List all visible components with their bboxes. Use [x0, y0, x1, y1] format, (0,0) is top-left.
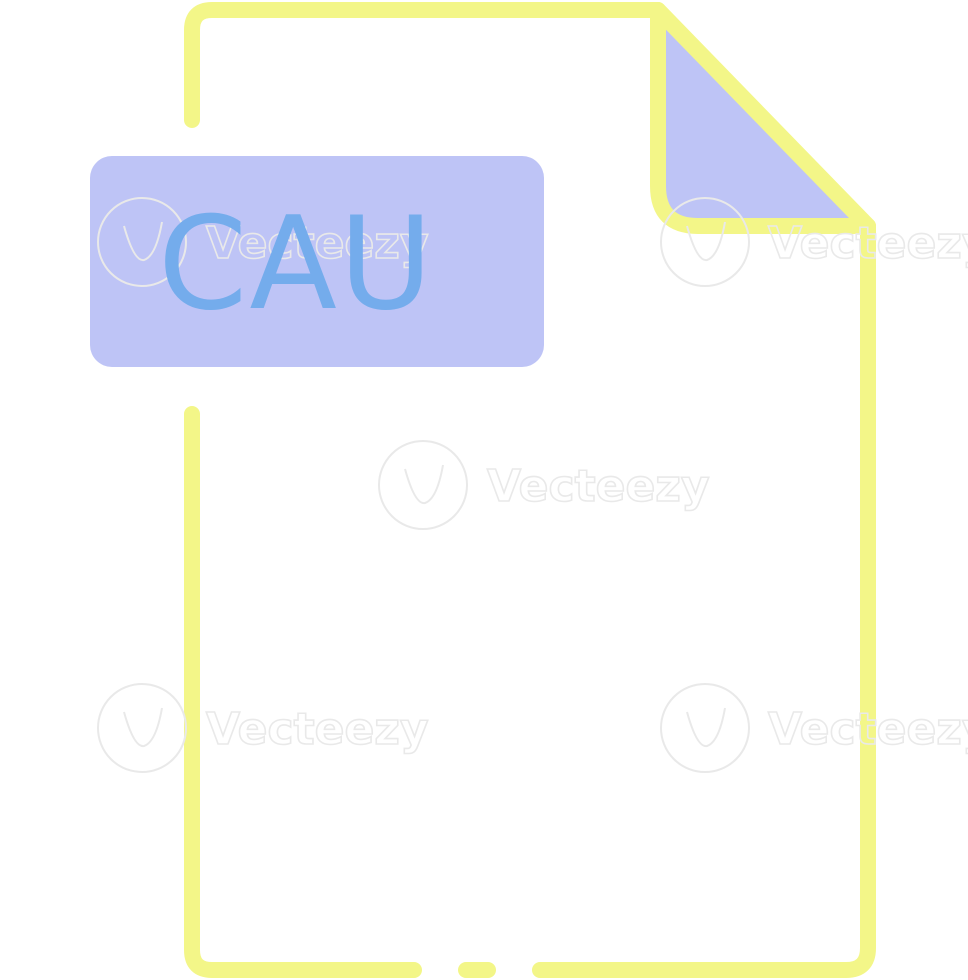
watermark-layer: Vecteezy Vecteezy Vecteezy Vecteezy Vect…: [97, 197, 968, 773]
watermark-mark: [97, 683, 187, 773]
watermark-text: Vecteezy: [206, 704, 429, 755]
watermark-mark: [660, 197, 750, 287]
watermark-mark: [660, 683, 750, 773]
watermark-text: Vecteezy: [487, 461, 710, 512]
watermark-mark: [378, 440, 468, 530]
extension-badge: [90, 156, 544, 367]
extension-label: CAU: [158, 190, 435, 339]
fold-edge: [650, 2, 876, 234]
watermark-text: Vecteezy: [768, 704, 968, 755]
watermark-text: Vecteezy: [206, 218, 429, 269]
watermark-text: Vecteezy: [768, 218, 968, 269]
watermark-mark: [97, 197, 187, 287]
document-outline-top: [184, 2, 876, 978]
document-outline-bottom-left: [184, 406, 422, 978]
